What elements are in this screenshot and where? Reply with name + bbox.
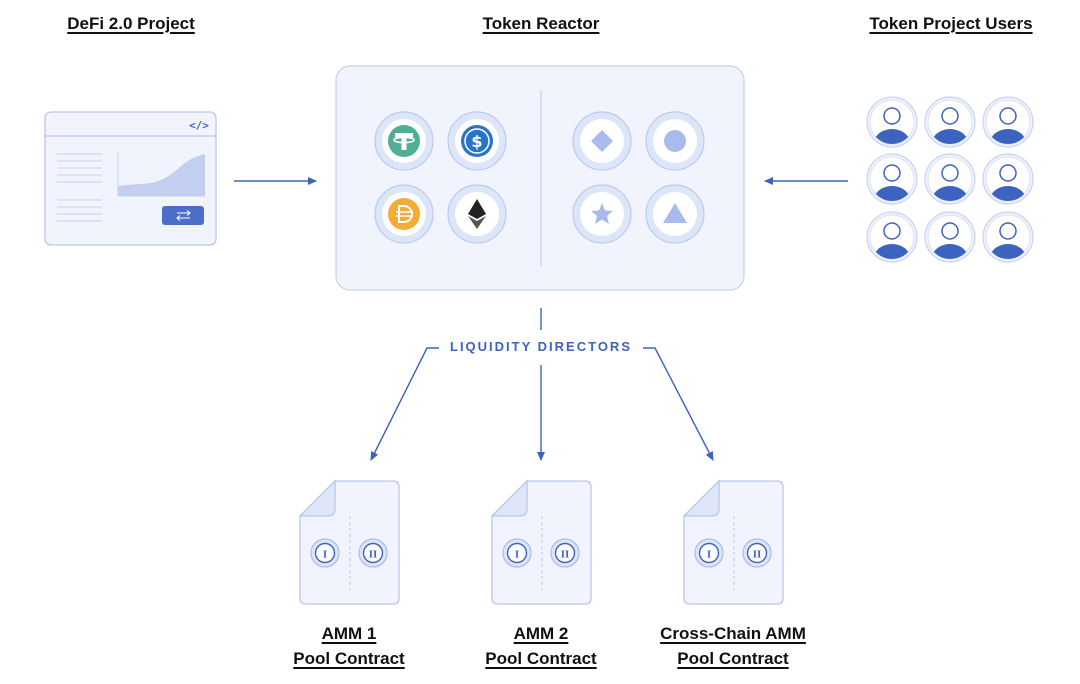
pool-slot-label: II bbox=[561, 549, 570, 561]
user-avatar-icon bbox=[866, 96, 918, 148]
svg-text:$: $ bbox=[471, 132, 482, 151]
pool-slot-label: I bbox=[323, 549, 327, 561]
amm2-name: AMM 2 bbox=[513, 624, 569, 643]
amm3-name: Cross-Chain AMM bbox=[660, 624, 806, 643]
user-avatar-icon bbox=[924, 153, 976, 205]
pool-slot-label: II bbox=[753, 549, 762, 561]
token-reactor-panel bbox=[335, 65, 745, 291]
pool-slot-label: I bbox=[515, 549, 519, 561]
amm2-pool-label: AMM 2 Pool Contract bbox=[485, 621, 596, 671]
text-lines-icon bbox=[57, 153, 102, 222]
arrow-to-amm3 bbox=[643, 347, 714, 461]
area-chart-icon bbox=[117, 152, 205, 197]
defi-project-title: DeFi 2.0 Project bbox=[67, 14, 195, 33]
amm2-sub: Pool Contract bbox=[485, 649, 597, 668]
user-avatar-icon bbox=[866, 211, 918, 263]
user-avatar-icon bbox=[866, 153, 918, 205]
amm1-pool-label: AMM 1 Pool Contract bbox=[293, 621, 404, 671]
pool-slot-label: I bbox=[707, 549, 711, 561]
user-avatar-icon bbox=[924, 96, 976, 148]
users-title: Token Project Users bbox=[869, 14, 1033, 33]
tether-icon bbox=[374, 111, 434, 171]
amm3-pool-label: Cross-Chain AMM Pool Contract bbox=[660, 621, 806, 671]
users-grid bbox=[866, 96, 1034, 263]
liquidity-directors-label: LIQUIDITY DIRECTORS bbox=[440, 339, 642, 354]
pool-slot-label: II bbox=[369, 549, 378, 561]
amm3-sub: Pool Contract bbox=[677, 649, 789, 668]
token-reactor-title: Token Reactor bbox=[482, 14, 600, 33]
user-avatar-icon bbox=[982, 211, 1034, 263]
ethereum-icon bbox=[447, 184, 507, 244]
star-icon bbox=[572, 184, 632, 244]
circle-icon bbox=[645, 111, 705, 171]
user-avatar-icon bbox=[982, 96, 1034, 148]
usdc-icon: $ bbox=[447, 111, 507, 171]
code-tag-icon: </> bbox=[189, 119, 209, 132]
arrow-to-amm1 bbox=[370, 347, 439, 461]
amm1-sub: Pool Contract bbox=[293, 649, 405, 668]
amm1-name: AMM 1 bbox=[321, 624, 377, 643]
user-avatar-icon bbox=[982, 153, 1034, 205]
swap-button-icon bbox=[162, 206, 204, 225]
browser-window-icon: </> bbox=[44, 111, 217, 246]
triangle-icon bbox=[645, 184, 705, 244]
diamond-icon bbox=[572, 111, 632, 171]
dai-icon bbox=[374, 184, 434, 244]
user-avatar-icon bbox=[924, 211, 976, 263]
